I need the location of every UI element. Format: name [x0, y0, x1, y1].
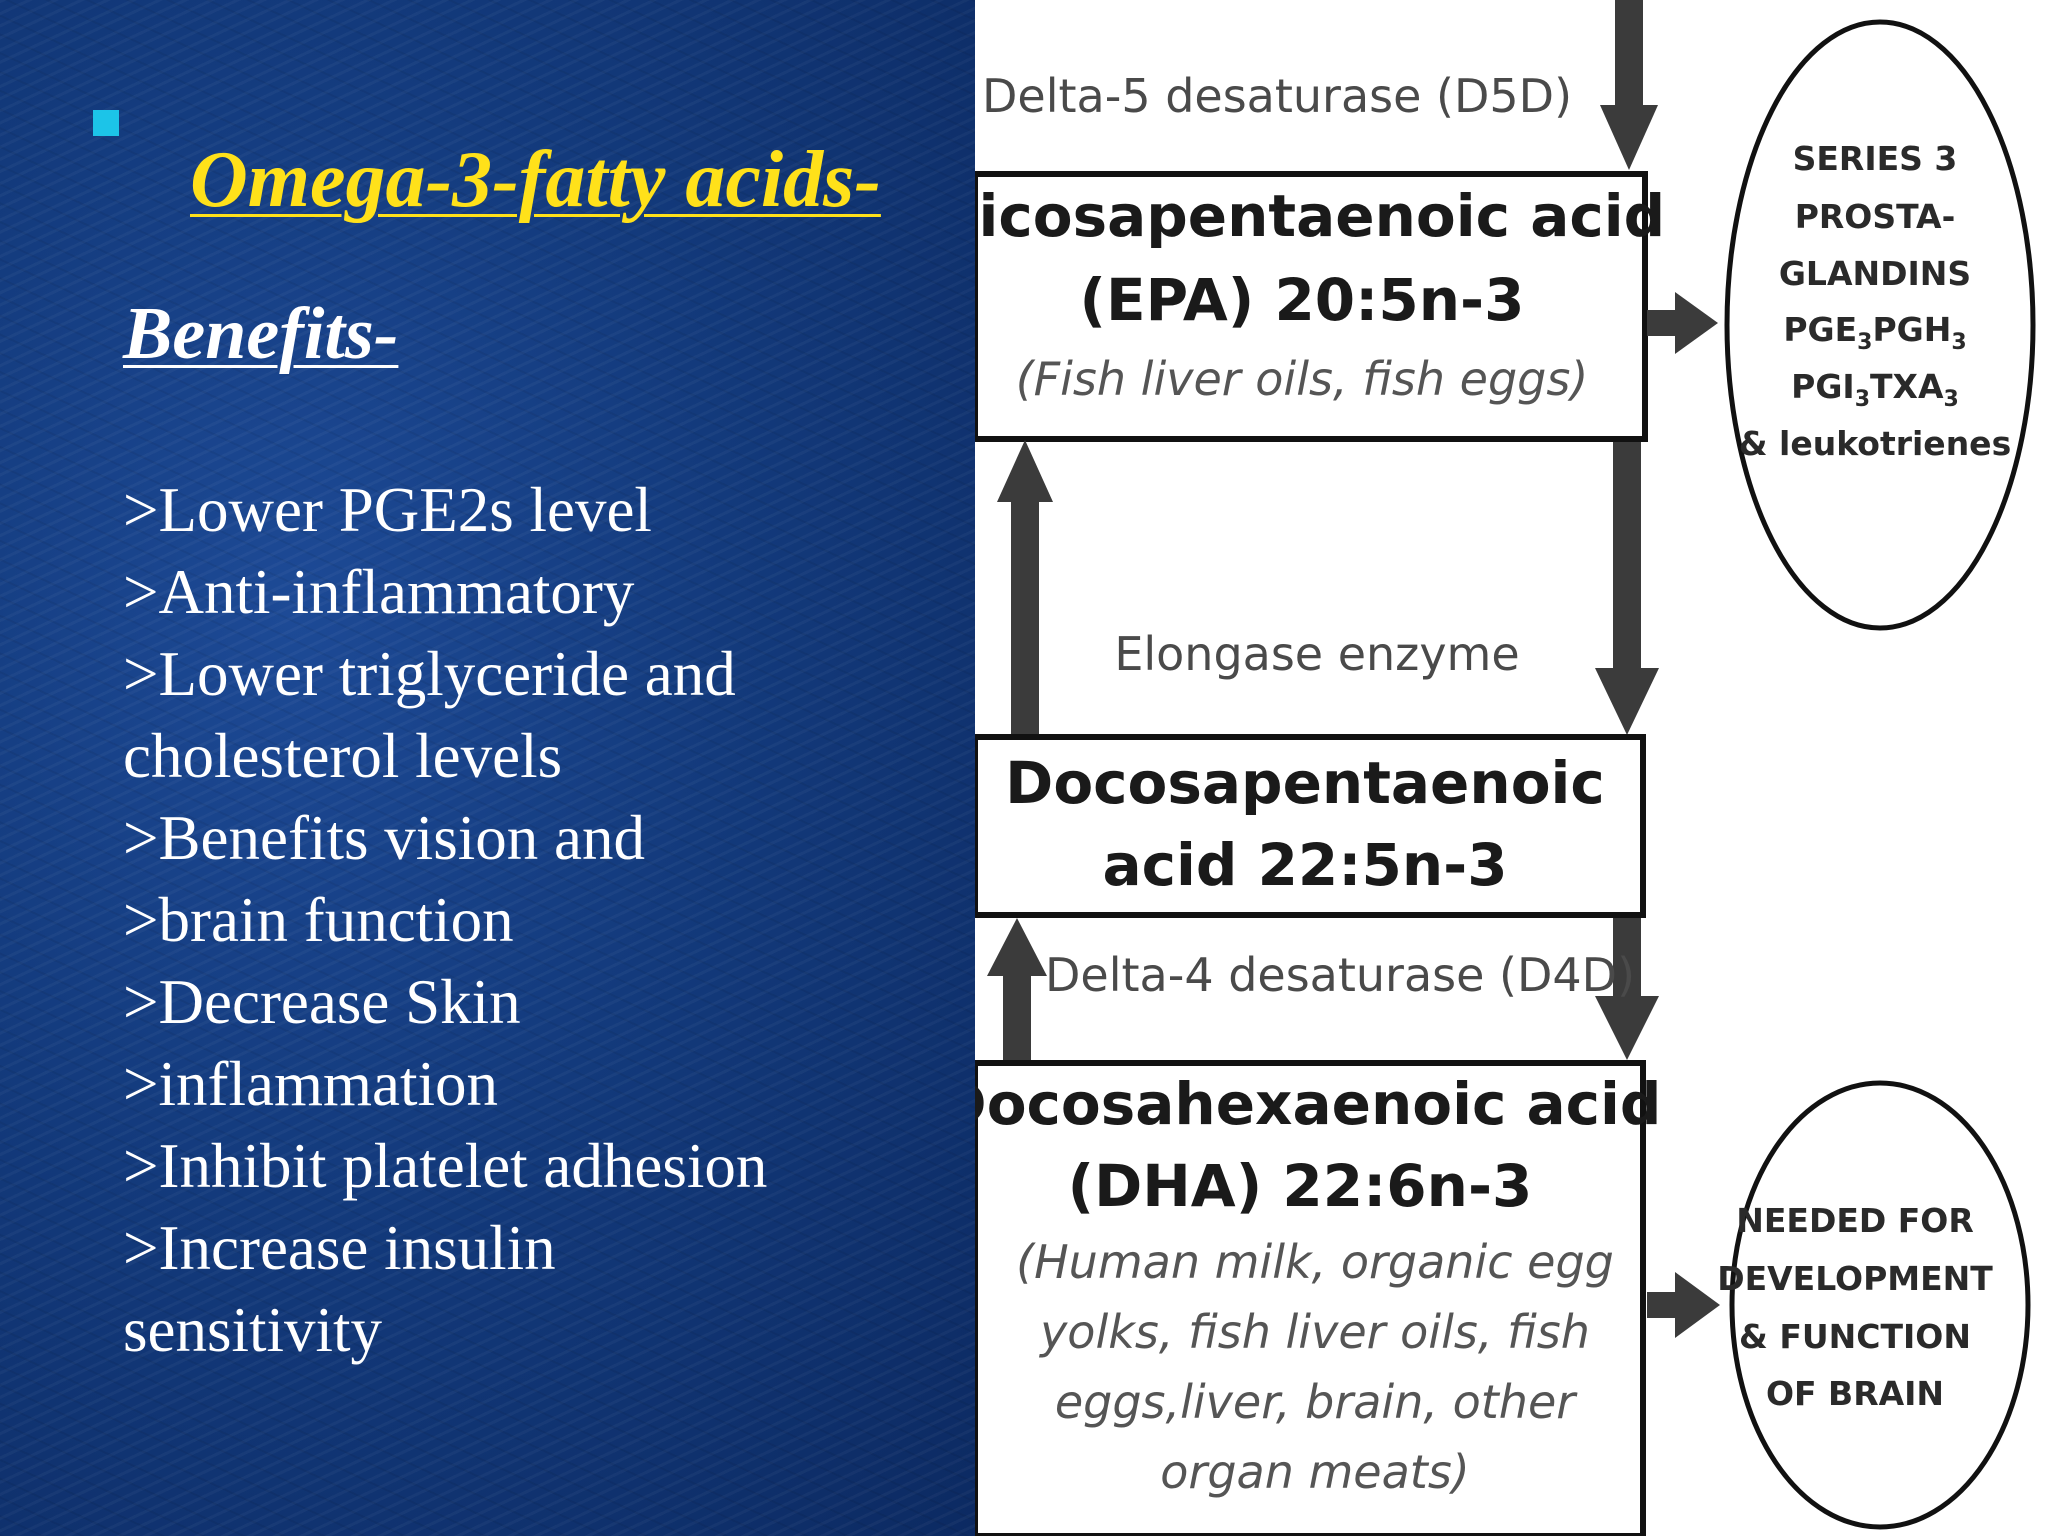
dha-source-line2: yolks, fish liver oils, fish: [1038, 1305, 1590, 1359]
benefit-line: >Benefits vision and: [123, 803, 645, 873]
brain-development-oval: [1729, 1080, 2031, 1530]
arrow-up-to-dpa: [987, 918, 1047, 1062]
series3-line2: PROSTA-: [1795, 197, 1956, 236]
epa-formula: (EPA) 20:5n-3: [1080, 266, 1525, 334]
brain-line2: DEVELOPMENT: [1717, 1259, 1993, 1298]
series3-line5: PGI3TXA3: [1791, 367, 1959, 412]
dha-formula: (DHA) 22:6n-3: [1068, 1152, 1533, 1220]
benefit-line: >Anti-inflammatory: [123, 557, 635, 627]
benefit-line: >Decrease Skin: [123, 967, 521, 1037]
epa-box: [975, 171, 1648, 442]
benefit-line: >brain function: [123, 885, 514, 955]
benefit-line: >Increase insulin: [123, 1213, 556, 1283]
benefit-line: >Inhibit platelet adhesion: [123, 1131, 768, 1201]
dpa-box: [975, 734, 1646, 918]
brain-line1: NEEDED FOR: [1736, 1201, 1974, 1240]
dha-box: [975, 1060, 1646, 1536]
benefits-list: >Lower PGE2s level >Anti-inflammatory >L…: [123, 469, 767, 1371]
arrow-right-to-brain: [1647, 1272, 1720, 1338]
brain-line4: OF BRAIN: [1766, 1374, 1944, 1413]
benefit-line: >Lower PGE2s level: [123, 475, 652, 545]
arrow-down-to-epa: [1600, 0, 1658, 170]
arrow-down-to-dha: [1595, 918, 1659, 1060]
enzyme-d4d-label: Delta-4 desaturase (D4D): [1045, 948, 1635, 1002]
epa-name: Eicosapentaenoic acid: [975, 182, 1665, 250]
series3-line4: PGE3PGH3: [1783, 310, 1966, 355]
enzyme-d5d-label: Delta-5 desaturase (D5D): [982, 69, 1572, 123]
dha-name: Docosahexaenoic acid: [975, 1070, 1661, 1138]
slide-text-panel: Omega-3-fatty acids- Benefits- >Lower PG…: [0, 0, 975, 1536]
arrow-down-to-dpa: [1595, 442, 1659, 735]
arrow-up-to-epa: [997, 440, 1053, 735]
dha-source-line3: eggs,liver, brain, other: [1055, 1375, 1578, 1429]
dpa-formula: acid 22:5n-3: [1102, 831, 1507, 899]
dpa-name: Docosapentaenoic: [1005, 749, 1605, 817]
bullet-square-icon: [93, 110, 119, 136]
benefit-line: >inflammation: [123, 1049, 498, 1119]
series3-prostaglandins-oval: [1724, 19, 2036, 631]
epa-sources: (Fish liver oils, fish eggs): [1016, 352, 1589, 406]
benefit-line: sensitivity: [123, 1295, 383, 1365]
series3-line6: & leukotrienes: [1739, 424, 2011, 463]
series3-line1: SERIES 3: [1793, 139, 1958, 178]
omega3-pathway-diagram: Delta-5 desaturase (D5D) Eicosapentaenoi…: [975, 0, 2048, 1536]
elongase-enzyme-label: Elongase enzyme: [1114, 627, 1519, 681]
arrow-right-to-series3: [1647, 292, 1718, 354]
series3-line3: GLANDINS: [1779, 254, 1971, 293]
benefit-line: >Lower triglyceride and: [123, 639, 736, 709]
dha-source-line1: (Human milk, organic egg: [1016, 1235, 1614, 1289]
dha-source-line4: organ meats): [1160, 1445, 1469, 1499]
brain-line3: & FUNCTION: [1739, 1317, 1971, 1356]
benefit-line: cholesterol levels: [123, 721, 563, 791]
benefits-heading: Benefits-: [123, 293, 399, 375]
slide-title: Omega-3-fatty acids-: [190, 136, 881, 224]
